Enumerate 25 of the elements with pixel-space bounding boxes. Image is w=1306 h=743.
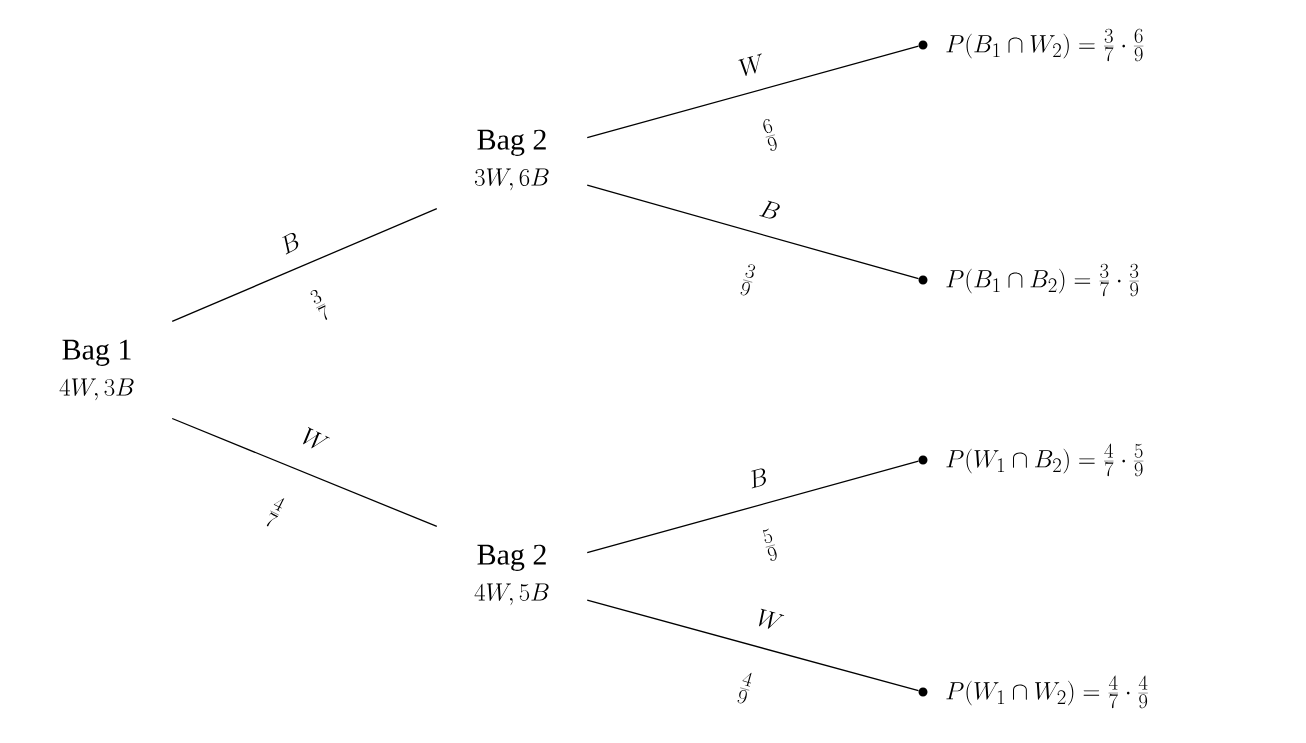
branch-probability: $\frac{3}{7}$ xyxy=(310,290,328,320)
bag-label: Bag 2 $4W,5B$ xyxy=(474,544,549,606)
branch-line xyxy=(586,460,920,554)
branch-letter: $B$ xyxy=(751,468,766,489)
bag-label: Bag 2 $3W,6B$ xyxy=(474,129,549,191)
bag-label: Bag 1 $4W,3B$ xyxy=(59,339,134,401)
branch-line xyxy=(171,417,438,528)
branch-probability: $\frac{4}{7}$ xyxy=(266,498,285,527)
branch-letter: $W$ xyxy=(759,608,785,629)
branch-probability: $\frac{3}{9}$ xyxy=(740,264,756,296)
branch-line xyxy=(586,184,920,280)
branch-line xyxy=(586,45,920,139)
probability-formula: $P(B_1 \cap W_2) = \frac{3}{7} \cdot \frac{6}{9}$ xyxy=(946,28,1144,62)
branch-letter: $B$ xyxy=(759,200,780,219)
probability-formula: $P(W_1 \cap B_2) = \frac{4}{7} \cdot \frac{5}{9}$ xyxy=(946,443,1144,477)
probability-formula: $P(W_1 \cap W_2) = \frac{4}{7} \cdot \frac{4}{9}$ xyxy=(946,675,1148,709)
branch-letter: $W$ xyxy=(738,53,762,76)
branch-letter: $B$ xyxy=(282,232,299,255)
branch-letter: $W$ xyxy=(303,427,330,449)
branch-line xyxy=(586,599,920,692)
branch-probability: $\frac{6}{9}$ xyxy=(763,118,777,151)
branch-line xyxy=(171,207,438,323)
probability-formula: $P(B_1 \cap B_2) = \frac{3}{7} \cdot \frac{3}{9}$ xyxy=(946,263,1139,297)
branch-probability: $\frac{4}{9}$ xyxy=(737,672,752,704)
branch-probability: $\frac{5}{9}$ xyxy=(762,528,777,561)
